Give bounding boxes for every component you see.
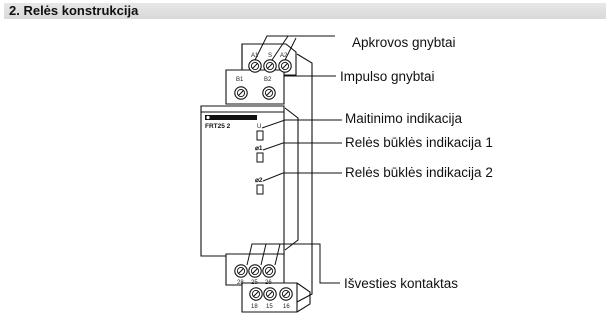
brand-logo-mark xyxy=(206,115,210,120)
callout-lines xyxy=(246,35,342,284)
terminal-label-26: 26 xyxy=(265,280,272,286)
screw-a2 xyxy=(278,59,292,73)
callout-reles-busena-1: Relės būklės indikacija 1 xyxy=(345,135,493,150)
callout-line-busena2 xyxy=(262,172,342,182)
terminal-label-a1: A1 xyxy=(251,53,259,59)
callout-apkrovos-gnybtai: Apkrovos gnybtai xyxy=(352,35,456,50)
model-label: FRT25 2 xyxy=(205,123,231,130)
terminal-label-16: 16 xyxy=(283,304,290,310)
callout-line-isvesties-2 xyxy=(260,243,267,266)
screw-25 xyxy=(248,264,262,278)
terminal-label-15: 15 xyxy=(266,304,273,310)
screw-15 xyxy=(263,287,277,301)
led-label-1: ⌀1 xyxy=(255,145,263,152)
brand-logo xyxy=(205,115,257,120)
screw-s xyxy=(263,59,277,73)
led-status-2 xyxy=(256,184,264,195)
terminal-label-b1: B1 xyxy=(236,77,244,83)
callout-line-isvesties-3 xyxy=(274,243,281,266)
led-power xyxy=(256,130,264,141)
callout-line-apkrovos-3 xyxy=(271,35,289,61)
callout-impulso-gnybtai: Impulso gnybtai xyxy=(340,69,435,84)
terminal-label-18: 18 xyxy=(251,304,258,310)
callout-line-apkrovos-2 xyxy=(284,37,297,61)
terminal-label-28: 28 xyxy=(237,280,244,286)
terminal-label-s: S xyxy=(268,53,272,59)
screw-b1 xyxy=(234,86,248,100)
terminal-label-a2: A2 xyxy=(280,53,288,59)
led-label-u: U xyxy=(257,124,261,130)
terminal-label-b2: B2 xyxy=(264,77,272,83)
callout-line-isvesties-1 xyxy=(246,243,340,284)
terminal-label-25: 25 xyxy=(251,280,258,286)
screw-b2 xyxy=(262,86,276,100)
screw-a1 xyxy=(248,59,262,73)
section-header-bar xyxy=(4,3,606,19)
callout-maitinimo-indikacija: Maitinimo indikacija xyxy=(345,111,463,126)
callout-reles-busena-2: Relės būklės indikacija 2 xyxy=(345,165,493,180)
callout-line-apkrovos-1 xyxy=(254,35,335,61)
section-title: 2. Relės konstrukcija xyxy=(9,3,139,18)
callout-line-busena1 xyxy=(262,142,342,151)
screw-18 xyxy=(249,287,263,301)
screw-28 xyxy=(234,264,248,278)
screw-26 xyxy=(262,264,276,278)
callout-line-maitinimo xyxy=(261,119,342,129)
screw-16 xyxy=(279,287,293,301)
callout-isvesties-kontaktas: Išvesties kontaktas xyxy=(344,276,458,291)
led-label-2: ⌀2 xyxy=(255,177,263,184)
led-status-1 xyxy=(256,152,264,163)
